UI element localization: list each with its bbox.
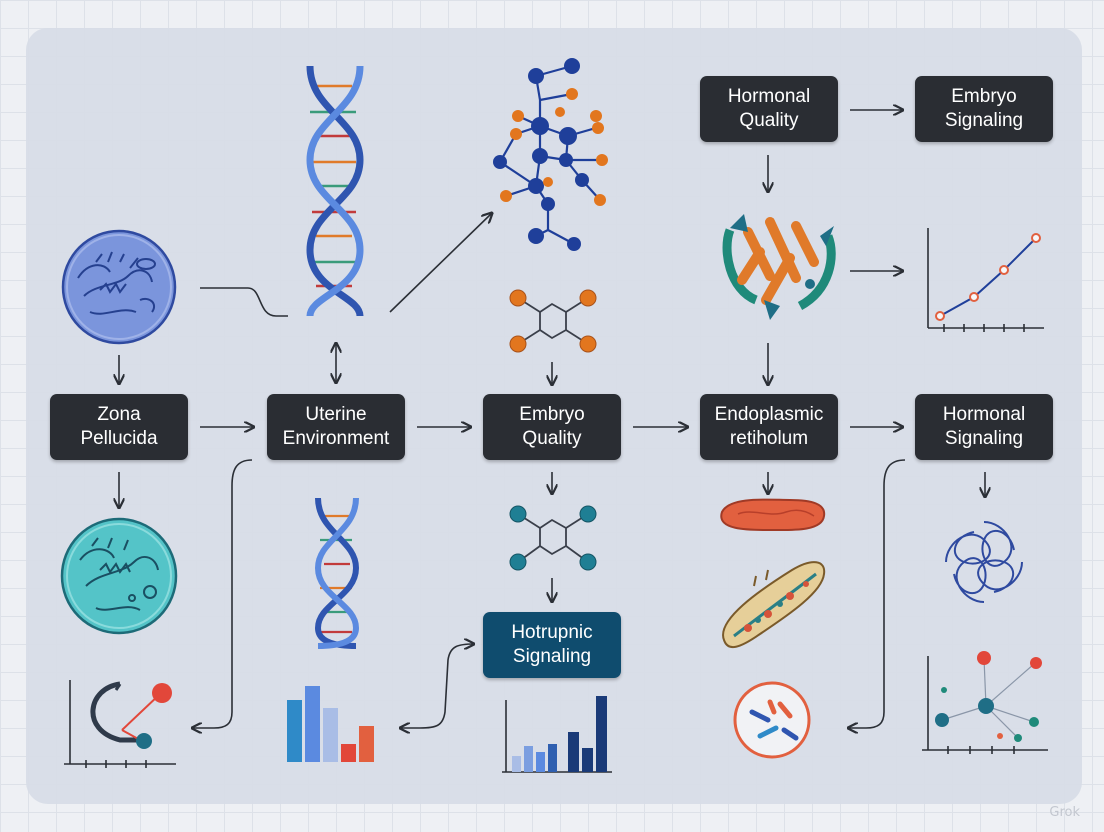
line-chart-icon <box>927 228 1044 332</box>
connector-cell-to-dna <box>200 287 288 317</box>
node-endoplasmic-retiholum: Endoplasmic retiholum <box>700 394 838 460</box>
molecule-hexagon-orange-icon <box>509 289 597 353</box>
bar-chart-icon <box>287 686 374 762</box>
red-blood-cell-icon <box>720 498 826 532</box>
bar-chart-navy-icon <box>502 696 612 773</box>
connectors <box>119 110 985 728</box>
pendulum-chart-icon <box>64 680 176 768</box>
protein-ribbon-icon <box>722 214 836 320</box>
cell-blue-icon <box>61 229 177 345</box>
molecule-network-icon <box>493 58 608 251</box>
molecule-hexagon-teal-icon <box>509 505 597 571</box>
knot-symbol-icon <box>945 521 1023 603</box>
arrow-dna-to-molecule <box>389 213 492 313</box>
node-embryo-signaling: Embryo Signaling <box>915 76 1053 142</box>
dna-helix-small-icon <box>314 497 360 649</box>
dna-helix-icon <box>306 65 364 317</box>
connector-uterine-to-pendulum <box>192 459 253 728</box>
mitochondrion-icon <box>722 561 826 649</box>
cell-teal-icon <box>60 517 178 635</box>
node-zona-pellucida: Zona Pellucida <box>50 394 188 460</box>
node-embryo-quality: Embryo Quality <box>483 394 621 460</box>
node-uterine-environment: Uterine Environment <box>267 394 405 460</box>
node-hotrupnic-signaling: Hotrupnic Signaling <box>483 612 621 678</box>
cell-division-icon <box>733 681 811 759</box>
scatter-network-icon <box>922 651 1048 754</box>
watermark-logo: Grok <box>1049 805 1080 820</box>
connector-hotrupnic-to-bars <box>400 644 474 728</box>
node-hormonal-quality: Hormonal Quality <box>700 76 838 142</box>
node-hormonal-signaling: Hormonal Signaling <box>915 394 1053 460</box>
connector-hormonal-to-division <box>848 459 906 728</box>
